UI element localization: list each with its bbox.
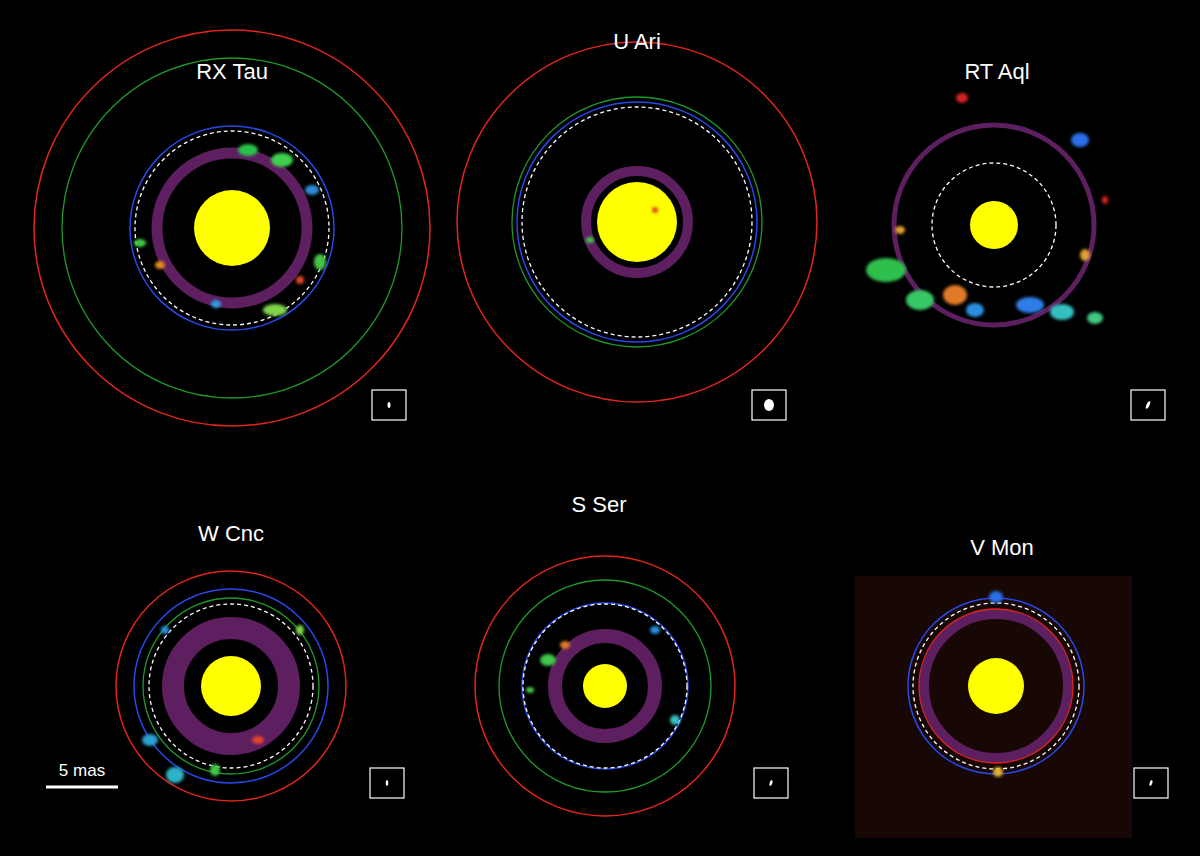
- scale-label: 5 mas: [59, 762, 105, 779]
- rt-aql-panel: [866, 93, 1165, 420]
- star-name: RX Tau: [196, 61, 268, 83]
- v-mon-panel: [855, 576, 1168, 838]
- star-name: U Ari: [613, 31, 661, 53]
- star-name: W Cnc: [198, 523, 264, 545]
- rx-tau-panel: [34, 30, 430, 426]
- star-name: V Mon: [970, 537, 1034, 559]
- w-cnc-panel: [46, 571, 404, 801]
- s-ser-panel: [475, 556, 788, 816]
- star-name: S Ser: [571, 494, 626, 516]
- scale-bar: [46, 786, 118, 789]
- u-ari-panel: [457, 42, 817, 420]
- star-name: RT Aql: [964, 61, 1029, 83]
